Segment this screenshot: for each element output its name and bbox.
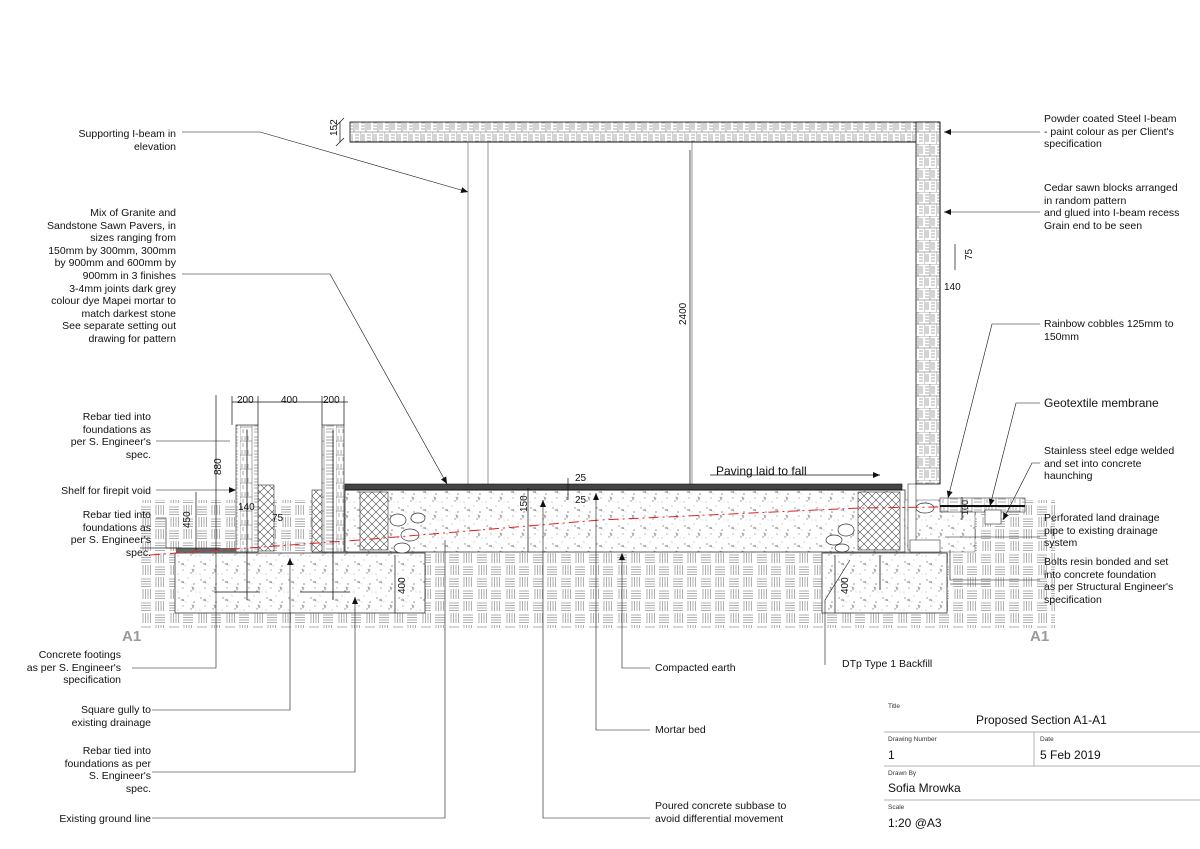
dim-d140: 140	[238, 502, 255, 513]
dim-w200-right: 200	[323, 395, 340, 406]
note-perforated: Perforated land drainage pipe to existin…	[1044, 512, 1160, 550]
note-shelf: Shelf for firepit void	[61, 485, 151, 497]
edge-detail	[939, 497, 1026, 525]
paving-layer	[344, 483, 903, 491]
note-paving-fall: Paving laid to fall	[716, 464, 807, 478]
note-compacted-earth: Compacted earth	[655, 662, 736, 674]
scale-label: Scale	[888, 804, 905, 811]
drawn-by-value: Sofia Mrowka	[888, 781, 961, 795]
dim-w400: 400	[281, 395, 298, 406]
dim-d75: 75	[272, 513, 284, 524]
title-block-lines	[884, 731, 1200, 801]
section-mark-left: A1	[122, 628, 141, 645]
steel-i-beam	[349, 121, 941, 553]
note-geotextile: Geotextile membrane	[1044, 396, 1159, 410]
note-rebar-2: Rebar tied into foundations as per S. En…	[70, 509, 151, 559]
note-dtp-backfill: DTp Type 1 Backfill	[842, 658, 933, 670]
dim-d100: 100	[960, 500, 970, 515]
dim-d400-right: 400	[840, 577, 851, 594]
cobbles	[389, 502, 935, 554]
concrete-subbase	[344, 489, 976, 553]
dim-d25-bottom: 25	[575, 495, 587, 506]
date-label: Date	[1040, 736, 1054, 743]
dim-post-width: 140	[944, 282, 961, 293]
note-rebar-3: Rebar tied into foundations as per S. En…	[64, 745, 151, 795]
note-poured-concrete: Poured concrete subbase to avoid differe…	[655, 800, 787, 825]
dim-h880: 880	[213, 458, 224, 475]
note-concrete-footings: Concrete footings as per S. Engineer's s…	[26, 649, 121, 687]
dim-height: 2400	[678, 302, 689, 325]
note-supporting-ibeam: Supporting I-beam in elevation	[78, 128, 176, 153]
note-existing-ground: Existing ground line	[59, 813, 151, 825]
drawn-by-label: Drawn By	[888, 770, 917, 777]
title-label: Title	[888, 703, 901, 710]
section-mark-right: A1	[1030, 628, 1049, 645]
supporting-beam-elevation	[467, 142, 693, 484]
note-bolts: Bolts resin bonded and set into concrete…	[1044, 556, 1174, 606]
drawing-number-label: Drawing Number	[888, 736, 937, 743]
existing-ground-line	[149, 505, 1026, 556]
date-value: 5 Feb 2019	[1040, 748, 1101, 762]
dim-h450: 450	[182, 511, 193, 528]
note-rebar-1: Rebar tied into foundations as per S. En…	[70, 411, 151, 461]
dim-d25-top: 25	[575, 473, 587, 484]
note-stainless: Stainless steel edge welded and set into…	[1044, 445, 1175, 483]
dim-d400-left: 400	[397, 577, 408, 594]
dim-beam-depth: 152	[329, 119, 340, 136]
dim-w200-left: 200	[237, 395, 254, 406]
leader-lines	[132, 129, 1040, 819]
dimension-lines	[195, 117, 963, 613]
drawing-number: 1	[888, 748, 895, 762]
note-powder-coated: Powder coated Steel I-beam - paint colou…	[1044, 113, 1177, 151]
note-square-gully: Square gully to existing drainage	[71, 704, 151, 729]
note-cedar: Cedar sawn blocks arranged in random pat…	[1044, 182, 1180, 232]
note-rainbow-cobbles: Rainbow cobbles 125mm to 150mm	[1044, 318, 1174, 343]
dim-d150: 150	[519, 495, 530, 512]
drawing-title: Proposed Section A1-A1	[976, 713, 1107, 727]
crosshatch-walls	[257, 484, 901, 553]
rebar	[214, 430, 881, 600]
dim-cedar-gap: 75	[964, 248, 975, 260]
note-mortar-bed: Mortar bed	[655, 724, 706, 736]
scale-value: 1:20 @A3	[888, 816, 942, 830]
note-pavers: Mix of Granite and Sandstone Sawn Pavers…	[47, 207, 176, 345]
